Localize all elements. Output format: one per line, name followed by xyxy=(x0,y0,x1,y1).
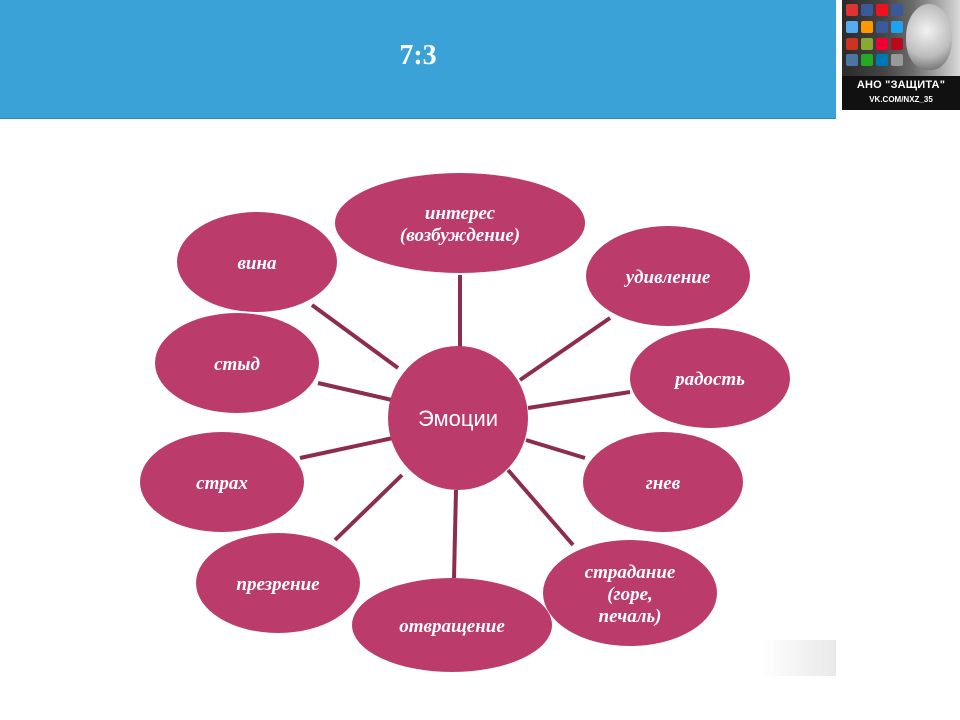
connector-suffering xyxy=(506,468,575,547)
logo: АНО "ЗАЩИТА" VK.COM/NXZ_35 xyxy=(842,0,960,110)
node-fear xyxy=(140,432,304,532)
connector-surprise xyxy=(518,316,612,382)
logo-face-image xyxy=(906,4,952,70)
node-label-fear: страх xyxy=(196,473,248,494)
node-shame xyxy=(155,313,319,413)
node-anger xyxy=(583,432,743,532)
slide-header: 7:3 xyxy=(0,0,836,119)
connector-contempt xyxy=(333,473,404,542)
connector-fear xyxy=(299,436,394,460)
node-surprise xyxy=(586,226,750,326)
node-label-joy: радость xyxy=(673,369,745,390)
node-label-suffering: (горе, xyxy=(607,584,653,605)
center-label: Эмоции xyxy=(418,406,498,431)
connector-shame xyxy=(317,381,393,402)
connectors xyxy=(299,275,631,579)
node-interest xyxy=(335,173,585,273)
connector-anger xyxy=(525,438,586,460)
logo-text: АНО "ЗАЩИТА" xyxy=(856,79,946,91)
logo-url: VK.COM/NXZ_35 xyxy=(869,95,933,104)
node-label-surprise: удивление xyxy=(624,267,711,288)
node-label-interest: интерес xyxy=(425,203,496,224)
center-node: Эмоции xyxy=(388,346,528,490)
node-label-suffering: печаль) xyxy=(599,606,662,627)
nodes: интерес(возбуждение) удивление радость гнев… xyxy=(140,173,790,672)
social-icons-grid xyxy=(846,4,904,68)
connector-disgust xyxy=(452,489,458,579)
node-label-shame: стыд xyxy=(214,354,260,375)
node-guilt xyxy=(177,212,337,312)
shadow-strip xyxy=(760,640,836,676)
node-label-anger: гнев xyxy=(646,473,681,494)
center-ellipse xyxy=(388,346,528,490)
node-joy xyxy=(630,328,790,428)
node-contempt xyxy=(196,533,360,633)
node-label-contempt: презрение xyxy=(236,574,320,595)
node-label-interest: (возбуждение) xyxy=(400,225,520,246)
node-label-guilt: вина xyxy=(237,253,277,274)
slide-title: 7:3 xyxy=(399,40,437,71)
node-disgust xyxy=(352,578,552,672)
node-suffering xyxy=(543,540,717,646)
connector-guilt xyxy=(310,303,400,370)
connector-joy xyxy=(527,390,631,410)
node-label-suffering: страдание xyxy=(585,562,676,583)
node-label-disgust: отвращение xyxy=(399,616,505,637)
